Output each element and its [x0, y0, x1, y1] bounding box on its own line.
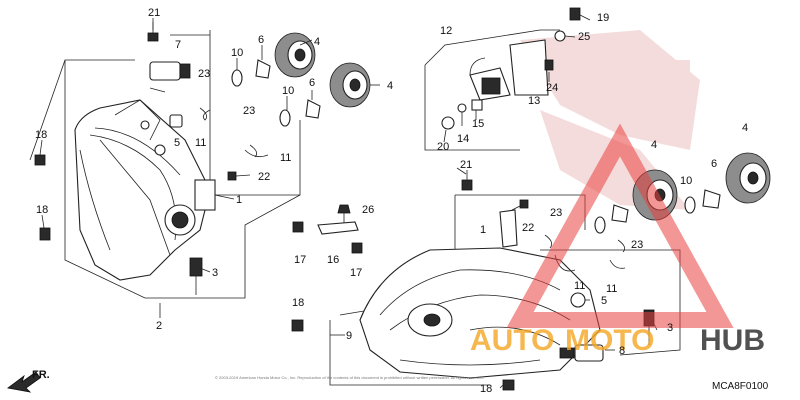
- callout-6: 6: [711, 158, 717, 170]
- callout-19: 19: [597, 12, 609, 24]
- callout-22: 22: [522, 222, 534, 234]
- callout-1: 1: [236, 194, 242, 206]
- callout-23: 23: [550, 207, 562, 219]
- callout-14: 14: [457, 133, 469, 145]
- callout-11: 11: [280, 152, 291, 164]
- callout-21: 21: [460, 159, 472, 171]
- callout-10: 10: [282, 85, 294, 97]
- callout-24: 24: [546, 82, 558, 94]
- callout-22: 22: [258, 171, 270, 183]
- callout-20: 20: [437, 141, 449, 153]
- callout-12: 12: [440, 25, 452, 37]
- callout-4: 4: [387, 80, 393, 92]
- watermark-logo: AUTO MOTO HUB: [470, 123, 765, 357]
- callout-13: 13: [528, 95, 540, 107]
- callout-16: 16: [327, 254, 339, 266]
- front-arrow-label: FR.: [32, 369, 50, 381]
- callout-21: 21: [148, 7, 160, 19]
- upper-right-group: [424, 7, 581, 151]
- callout-23: 23: [198, 68, 210, 80]
- callout-4: 4: [314, 36, 320, 48]
- callout-6: 6: [258, 34, 264, 46]
- callout-23: 23: [243, 105, 255, 117]
- watermark-triangle: [506, 123, 734, 328]
- callout-7: 7: [175, 39, 181, 51]
- callout-26: 26: [362, 204, 374, 216]
- watermark-text-hub: HUB: [700, 324, 765, 357]
- callout-11: 11: [574, 280, 585, 292]
- watermark-text-moto: MOTO: [565, 324, 654, 357]
- callout-10: 10: [680, 175, 692, 187]
- leader-lines: [39, 14, 658, 389]
- left-headlight-housing: [74, 99, 216, 281]
- left-assembly-frame: [29, 30, 301, 299]
- callout-5: 5: [174, 137, 180, 149]
- callout-18: 18: [35, 129, 47, 141]
- callout-25: 25: [578, 31, 590, 43]
- callout-6: 6: [309, 77, 315, 89]
- callout-3: 3: [667, 322, 673, 334]
- diagram-code: MCA8F0100: [712, 381, 769, 392]
- callout-15: 15: [472, 118, 484, 130]
- copyright-text: © 2003-2019 American Honda Motor Co., In…: [215, 375, 484, 380]
- front-direction-arrow: FR.: [7, 369, 50, 393]
- callout-17: 17: [294, 254, 306, 266]
- callout-1: 1: [480, 224, 486, 236]
- callout-4: 4: [651, 139, 657, 151]
- left-small-parts: [34, 22, 371, 295]
- callout-labels: 21 7 10 6 4 23 10 6 4 18 5 11 23 11 22 1…: [35, 7, 748, 395]
- callout-11: 11: [195, 137, 206, 149]
- callout-18: 18: [292, 297, 304, 309]
- callout-5: 5: [601, 295, 607, 307]
- callout-18: 18: [480, 383, 492, 395]
- callout-2: 2: [156, 320, 162, 332]
- callout-3: 3: [212, 267, 218, 279]
- callout-4: 4: [742, 122, 748, 134]
- watermark-text-auto: AUTO: [470, 324, 554, 357]
- callout-18: 18: [36, 204, 48, 216]
- callout-9: 9: [346, 330, 352, 342]
- callout-23: 23: [631, 239, 643, 251]
- callout-11: 11: [606, 283, 617, 295]
- center-bracket-parts: [291, 204, 363, 332]
- callout-17: 17: [350, 267, 362, 279]
- callout-10: 10: [231, 47, 243, 59]
- callout-8: 8: [619, 345, 625, 357]
